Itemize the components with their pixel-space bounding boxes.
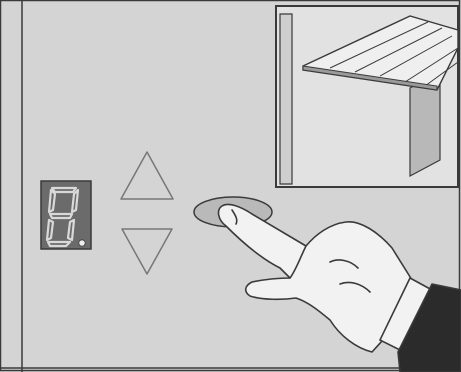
segment-f [47,188,57,214]
down-button[interactable] [121,228,173,275]
seven-segment-display [40,180,92,250]
awning-inset [275,5,459,188]
decimal-point [78,239,86,247]
segment-e [45,218,55,242]
pointing-hand-icon [217,203,461,372]
up-button[interactable] [120,151,174,200]
segment-c [66,218,76,242]
jacket-sleeve [397,283,461,372]
segment-g [48,212,74,220]
segment-a [50,186,78,194]
segment-b [70,188,80,214]
segment-d [46,240,72,248]
